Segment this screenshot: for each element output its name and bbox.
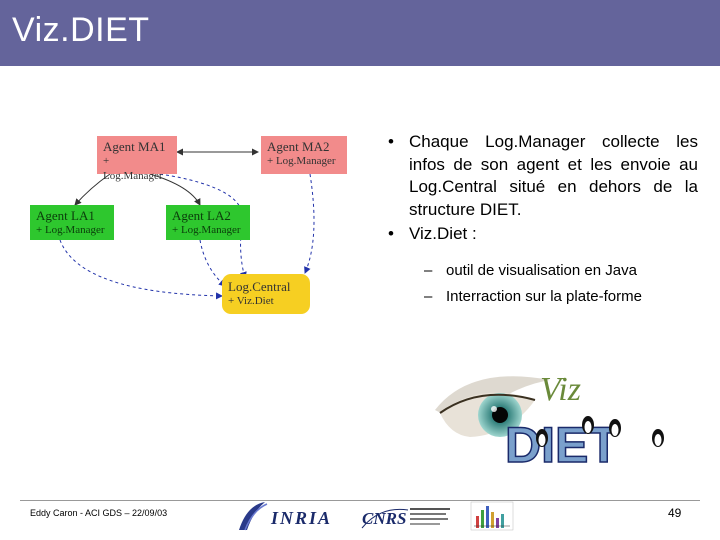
edge-ma1-la2	[149, 173, 201, 206]
page-number: 49	[668, 506, 682, 520]
node-lc-title: Log.Central	[228, 279, 291, 294]
node-la2: Agent LA2 + Log.Manager	[166, 205, 250, 240]
edge-ma2-lc	[304, 173, 315, 274]
bullet-list: • Chaque Log.Manager collecte les infos …	[388, 131, 698, 246]
node-ma2: Agent MA2 + Log.Manager	[261, 136, 347, 174]
node-la2-sub: + Log.Manager	[172, 224, 241, 236]
edge-la1-lc	[59, 239, 223, 300]
footer-author-date: Eddy Caron - ACI GDS – 22/09/03	[30, 508, 168, 518]
cnrs-logo: CNRS	[361, 508, 450, 529]
bullet-item: • Chaque Log.Manager collecte les infos …	[388, 131, 698, 221]
node-ma2-sub: + Log.Manager	[267, 155, 336, 167]
logo-viz-text: Viz	[540, 371, 581, 408]
cnrs-text: CNRS	[362, 509, 406, 528]
node-lc-sub: + Viz.Diet	[228, 295, 274, 307]
node-ma2-title: Agent MA2	[267, 139, 330, 154]
inria-text: INRIA	[270, 508, 332, 528]
node-log-central: Log.Central + Viz.Diet	[222, 274, 310, 314]
edge-la2-lc	[199, 239, 226, 287]
node-ma1-sub: + Log.Manager	[103, 155, 163, 182]
penguin-icon	[609, 419, 621, 437]
title-bar: Viz.DIET	[0, 0, 720, 66]
bullet-text: Viz.Diet :	[409, 224, 477, 243]
node-ma1: Agent MA1 + Log.Manager	[97, 136, 177, 182]
logo-diet-text: DIET	[505, 417, 619, 465]
footer-divider	[20, 500, 700, 501]
dash-icon: –	[424, 262, 433, 279]
bullet-dot-icon: •	[388, 132, 394, 151]
lab-logo	[470, 501, 514, 531]
node-la1: Agent LA1 + Log.Manager	[30, 205, 114, 240]
penguin-icon	[536, 429, 548, 447]
dash-icon: –	[424, 288, 433, 305]
slide-title: Viz.DIET	[12, 11, 150, 49]
penguin-icon	[582, 416, 594, 434]
sub-bullet-text: outil de visualisation en Java	[446, 262, 637, 279]
node-la2-title: Agent LA2	[172, 208, 231, 223]
edge-ma1-la1	[74, 173, 111, 206]
node-la1-sub: + Log.Manager	[36, 224, 105, 236]
bullet-text: Chaque Log.Manager collecte les infos de…	[409, 132, 698, 219]
node-ma1-title: Agent MA1	[103, 139, 166, 154]
vizdiet-logo: Viz DIET	[435, 371, 664, 465]
bullet-dot-icon: •	[388, 224, 394, 243]
inria-logo: INRIA	[239, 502, 332, 531]
bullet-item: • Viz.Diet :	[388, 223, 698, 246]
architecture-diagram: Agent MA1 + Log.Manager Agent MA2 + Log.…	[20, 128, 360, 328]
node-la1-title: Agent LA1	[36, 208, 95, 223]
penguin-icon	[652, 429, 664, 447]
sub-bullet-text: Interraction sur la plate-forme	[446, 288, 642, 305]
